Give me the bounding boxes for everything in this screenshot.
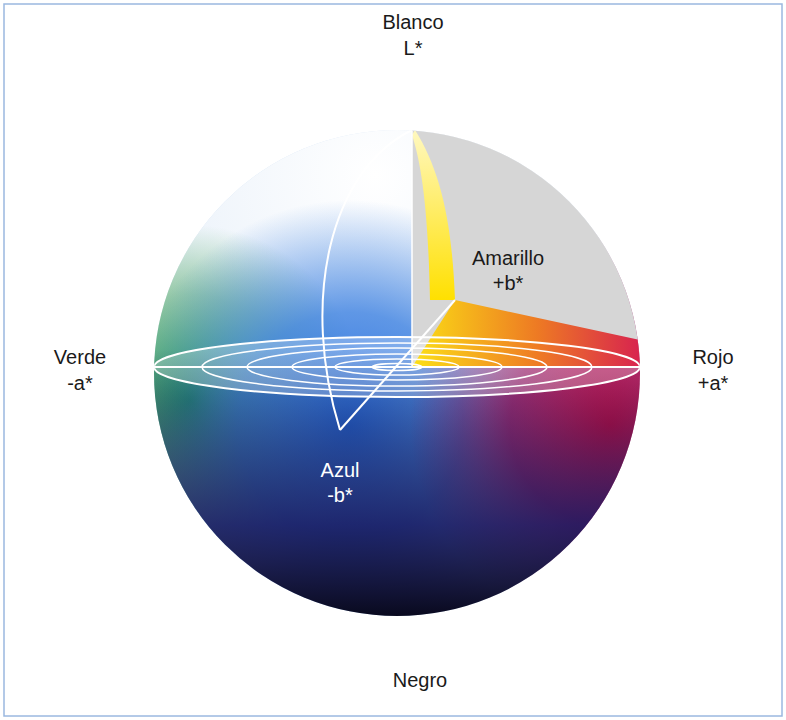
axis-label: Verde <box>54 345 106 369</box>
axis-label: Blanco <box>382 10 443 34</box>
axis-label: Negro <box>393 668 447 692</box>
axis-label: Amarillo <box>472 246 544 270</box>
axis-label: -b* <box>327 483 353 507</box>
axis-label: Rojo <box>692 345 733 369</box>
axis-label: Azul <box>321 458 360 482</box>
axis-label: L* <box>404 36 423 60</box>
axis-label: +b* <box>493 271 524 295</box>
axis-label: -a* <box>67 371 93 395</box>
axis-label: +a* <box>698 371 729 395</box>
